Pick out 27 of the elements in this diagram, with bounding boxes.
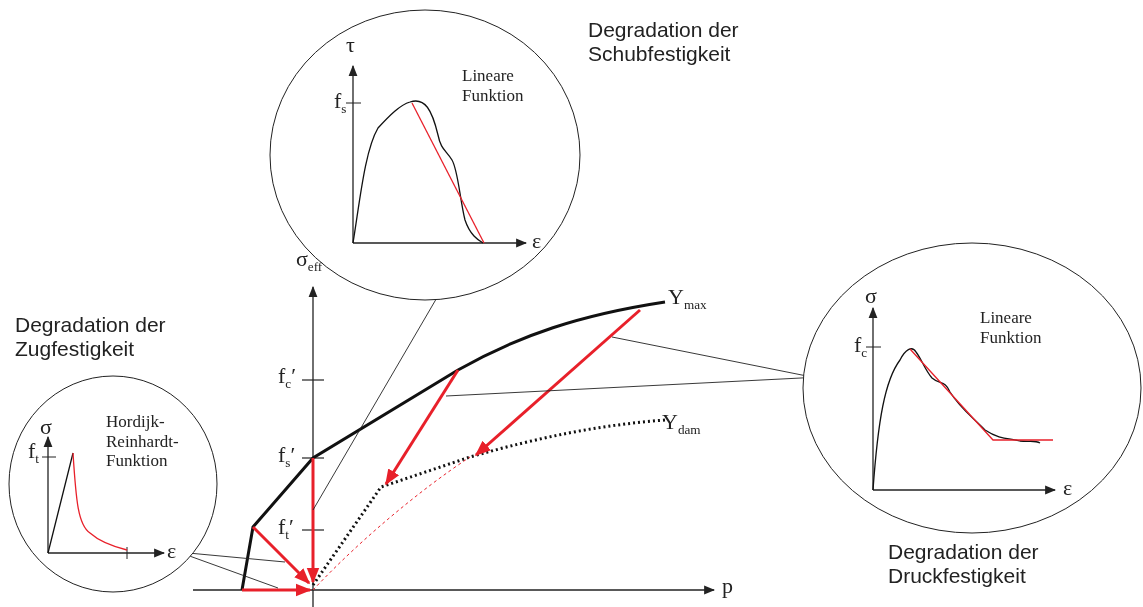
curve-label: Y$_{dam}$	[662, 410, 701, 438]
heading: Degradation der Schubfestigkeit	[588, 18, 740, 67]
leader-line	[312, 299, 437, 511]
curve-label: f$_{t}$′	[278, 515, 294, 543]
axis-label: ε	[1063, 475, 1073, 501]
axis-label: σ$_{eff}$	[296, 247, 323, 275]
axis-label: f$_{c}$	[854, 332, 868, 360]
axis-label: f$_{t}$	[28, 438, 39, 466]
axis-label: ε	[532, 228, 542, 254]
axis-label: σ	[40, 414, 52, 440]
leader-line	[192, 552, 286, 563]
axis-label: ε	[167, 538, 177, 564]
function-label: Lineare Funktion	[462, 66, 525, 106]
heading: Degradation der Druckfestigkeit	[888, 540, 1040, 589]
heading: Degradation der Zugfestigkeit	[15, 313, 167, 362]
function-label: Lineare Funktion	[980, 308, 1043, 348]
leader-line	[189, 555, 279, 589]
axis-label: τ	[346, 32, 355, 58]
leader-line	[445, 377, 804, 397]
axis-label: p	[722, 574, 733, 599]
function-label: Hordijk-Reinhardt-Funktion	[106, 412, 180, 471]
leader-line	[611, 336, 805, 376]
axis-label: f$_{s}$	[334, 88, 347, 116]
curve-label: f$_{s}$′	[278, 443, 296, 471]
axis-label: σ	[865, 283, 877, 309]
curve-label: Y$_{max}$	[668, 285, 707, 313]
curve-label: f$_{c}$′	[278, 364, 296, 392]
